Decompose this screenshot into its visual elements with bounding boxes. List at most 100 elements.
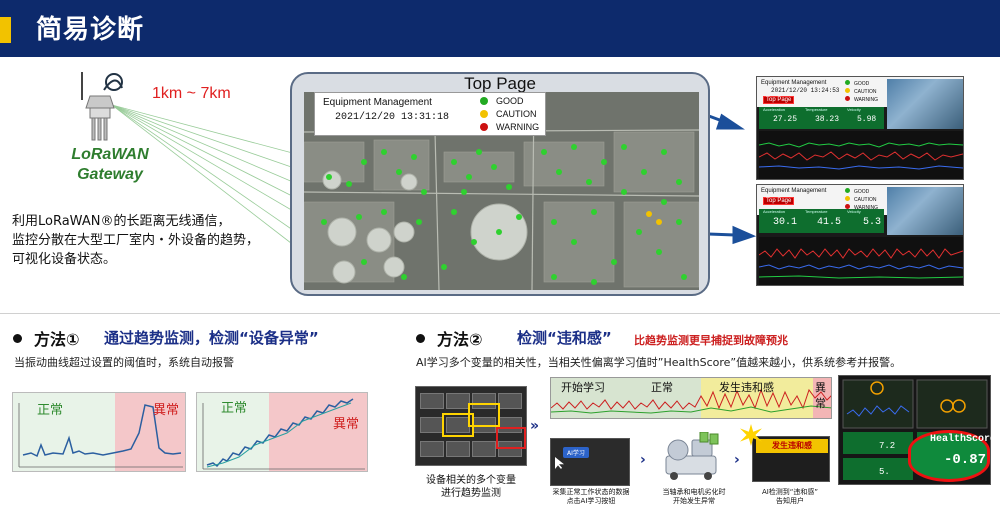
normal-label: 正常 — [37, 403, 64, 418]
normal-label: 正常 — [221, 401, 248, 416]
dashboard-metric-tiles: Acceleration 30.1 Temperature 41.5 Veloc… — [759, 209, 884, 233]
equipment-dashboard-1: Equipment Management 2021/12/20 13:24:53… — [756, 76, 964, 180]
dashboard-legend-good: GOOD — [845, 80, 869, 87]
step2-caption-line2: 开始发生异常 — [673, 497, 715, 505]
tile-value-velocity: 5.98 — [857, 115, 877, 124]
phase-trend-chart: 开始学习 正常 发生违和感 異常 — [550, 377, 832, 419]
tile-head-acceleration: Acceleration — [763, 107, 786, 112]
step2-caption-line1: 当轴承和电机劣化时 — [662, 488, 726, 496]
abnormal-label: 異常 — [333, 417, 360, 432]
ai-learn-button[interactable]: AI学习 — [563, 447, 589, 458]
plant-aerial-map[interactable]: Equipment Management 2021/12/20 13:31:18… — [304, 92, 699, 290]
method2-label: 方法② — [437, 330, 483, 349]
intro-line-1: 利用LoRaWAN®的长距离无线通信， — [12, 214, 231, 229]
step1-caption-line1: 采集正常工作状态的数据 — [552, 488, 630, 496]
trend-chart — [759, 131, 963, 179]
legend-warning: WARNING — [480, 122, 539, 132]
tile-value-temperature: 38.23 — [815, 115, 840, 124]
violation-label: 发生违和感 — [756, 439, 828, 453]
dashboard-legend-caution: CAUTION — [845, 88, 877, 95]
sensor-cell — [446, 441, 470, 457]
equipment-title: Equipment Management — [323, 97, 432, 108]
page-header: 简易诊断 — [0, 0, 1000, 57]
step2-caption: 当轴承和电机劣化时 开始发生异常 — [652, 488, 736, 506]
equipment-photo — [887, 79, 963, 129]
dashboard-legend-good-label: GOOD — [854, 81, 870, 87]
step1-caption: 采集正常工作状态的数据 点击AI学习按钮 — [546, 488, 636, 506]
top-page-frame: Top Page — [290, 72, 710, 296]
legend-caution-label: CAUTION — [496, 109, 537, 119]
highlight-red-box — [496, 427, 526, 449]
dashboard-legend-warning-label: WARNING — [854, 205, 878, 211]
cursor-icon — [555, 457, 564, 469]
threshold-chart-svg — [18, 403, 183, 468]
lora-gateway-icon — [81, 72, 123, 141]
intro-line-2: 监控分散在大型工厂室内・外设备的趋势， — [12, 233, 260, 248]
threshold-chart: 正常 異常 — [12, 392, 186, 472]
trend-rising-chart: 正常 異常 — [196, 392, 368, 472]
gateway-label: LoRaWAN Gateway — [60, 145, 160, 185]
method1-subtitle: 通过趋势监测，检测“设备异常” — [104, 329, 319, 347]
dashboard-legend-caution: CAUTION — [845, 196, 877, 203]
dashboard-legend-caution-label: CAUTION — [854, 197, 877, 203]
chevron-right-icon: › — [734, 452, 740, 468]
dashboard-legend-caution-label: CAUTION — [854, 89, 877, 95]
dashboard-legend-warning: WARNING — [845, 96, 878, 103]
intro-line-3: 可视化设备状态。 — [12, 252, 117, 267]
phase-normal-label: 正常 — [651, 381, 673, 394]
dashboard-legend-warning: WARNING — [845, 204, 878, 211]
tile-head-temperature: Temperature — [805, 209, 828, 214]
plant-aerial-image — [304, 92, 699, 290]
step1-caption-line2: 点击AI学习按钮 — [566, 497, 616, 505]
method1-bullet-icon — [13, 334, 22, 343]
page-title: 简易诊断 — [36, 15, 145, 45]
trend-chart-svg — [759, 248, 963, 279]
dashboard-title: Equipment Management — [761, 80, 827, 86]
trend-rising-chart-svg — [202, 398, 365, 470]
dashboard-datetime: 2021/12/20 13:24:53 — [771, 87, 840, 94]
healthscore-label: HealthScore — [930, 434, 997, 445]
sensor-cell — [472, 441, 496, 457]
healthscore-highlight — [908, 430, 990, 482]
violation-alert-panel: 发生违和感 — [752, 436, 830, 482]
phase-learn-label: 开始学习 — [561, 381, 605, 394]
good-status-icon — [480, 97, 488, 105]
method2-bullet-icon — [416, 334, 425, 343]
phase-violation-label: 发生违和感 — [719, 381, 774, 394]
healthscore-value: -0.87 — [944, 452, 987, 468]
grid-caption: 设备相关的多个变量 进行趋势监测 — [412, 474, 530, 500]
trend-chart — [759, 237, 963, 285]
top-page-button[interactable]: Top Page — [763, 197, 795, 205]
tile-value-acceleration: 27.25 — [773, 115, 798, 124]
abnormal-phase-zone — [813, 378, 831, 418]
sensor-cell — [420, 417, 444, 433]
abnormal-label: 異常 — [153, 403, 180, 418]
svg-text:5.: 5. — [879, 467, 890, 477]
equipment-status-panel: Equipment Management 2021/12/20 13:31:18… — [314, 92, 546, 136]
method2-description: AI学习多个变量的相关性，当相关性偏离学习值时”HealthScore”值越来越… — [416, 356, 902, 369]
tile-value-acceleration: 30.1 — [773, 217, 798, 228]
top-page-button[interactable]: Top Page — [763, 96, 795, 104]
gateway-label-line2: Gateway — [77, 166, 143, 183]
method1-description: 当振动曲线超过设置的阈值时，系统自动报警 — [14, 356, 234, 369]
intro-description: 利用LoRaWAN®的长距离无线通信， 监控分散在大型工厂室内・外设备的趋势， … — [12, 212, 302, 269]
phase-abnormal-label: 異常 — [815, 381, 826, 410]
method2-note: 比趋势监测更早捕捉到故障预兆 — [634, 334, 788, 347]
equipment-photo — [887, 187, 963, 235]
section-divider — [0, 313, 1000, 314]
motor-compressor-icon — [665, 432, 719, 480]
dashboard-title: Equipment Management — [761, 188, 827, 194]
trend-chart-svg — [759, 142, 963, 170]
ai-learn-panel: AI学习 — [550, 438, 630, 486]
tile-head-acceleration: Acceleration — [763, 209, 786, 214]
tile-head-velocity: Velocity — [847, 209, 861, 214]
tile-value-temperature: 41.5 — [817, 217, 842, 228]
sensor-cell — [446, 393, 470, 409]
grid-caption-line2: 进行趋势监测 — [441, 488, 501, 499]
legend-good: GOOD — [480, 96, 524, 106]
legend-caution: CAUTION — [480, 109, 537, 119]
dashboard-legend-good-label: GOOD — [854, 189, 870, 195]
tile-head-temperature: Temperature — [805, 107, 828, 112]
sensor-grid-panel — [415, 386, 527, 466]
step3-caption-line2: 告知用户 — [776, 497, 804, 505]
